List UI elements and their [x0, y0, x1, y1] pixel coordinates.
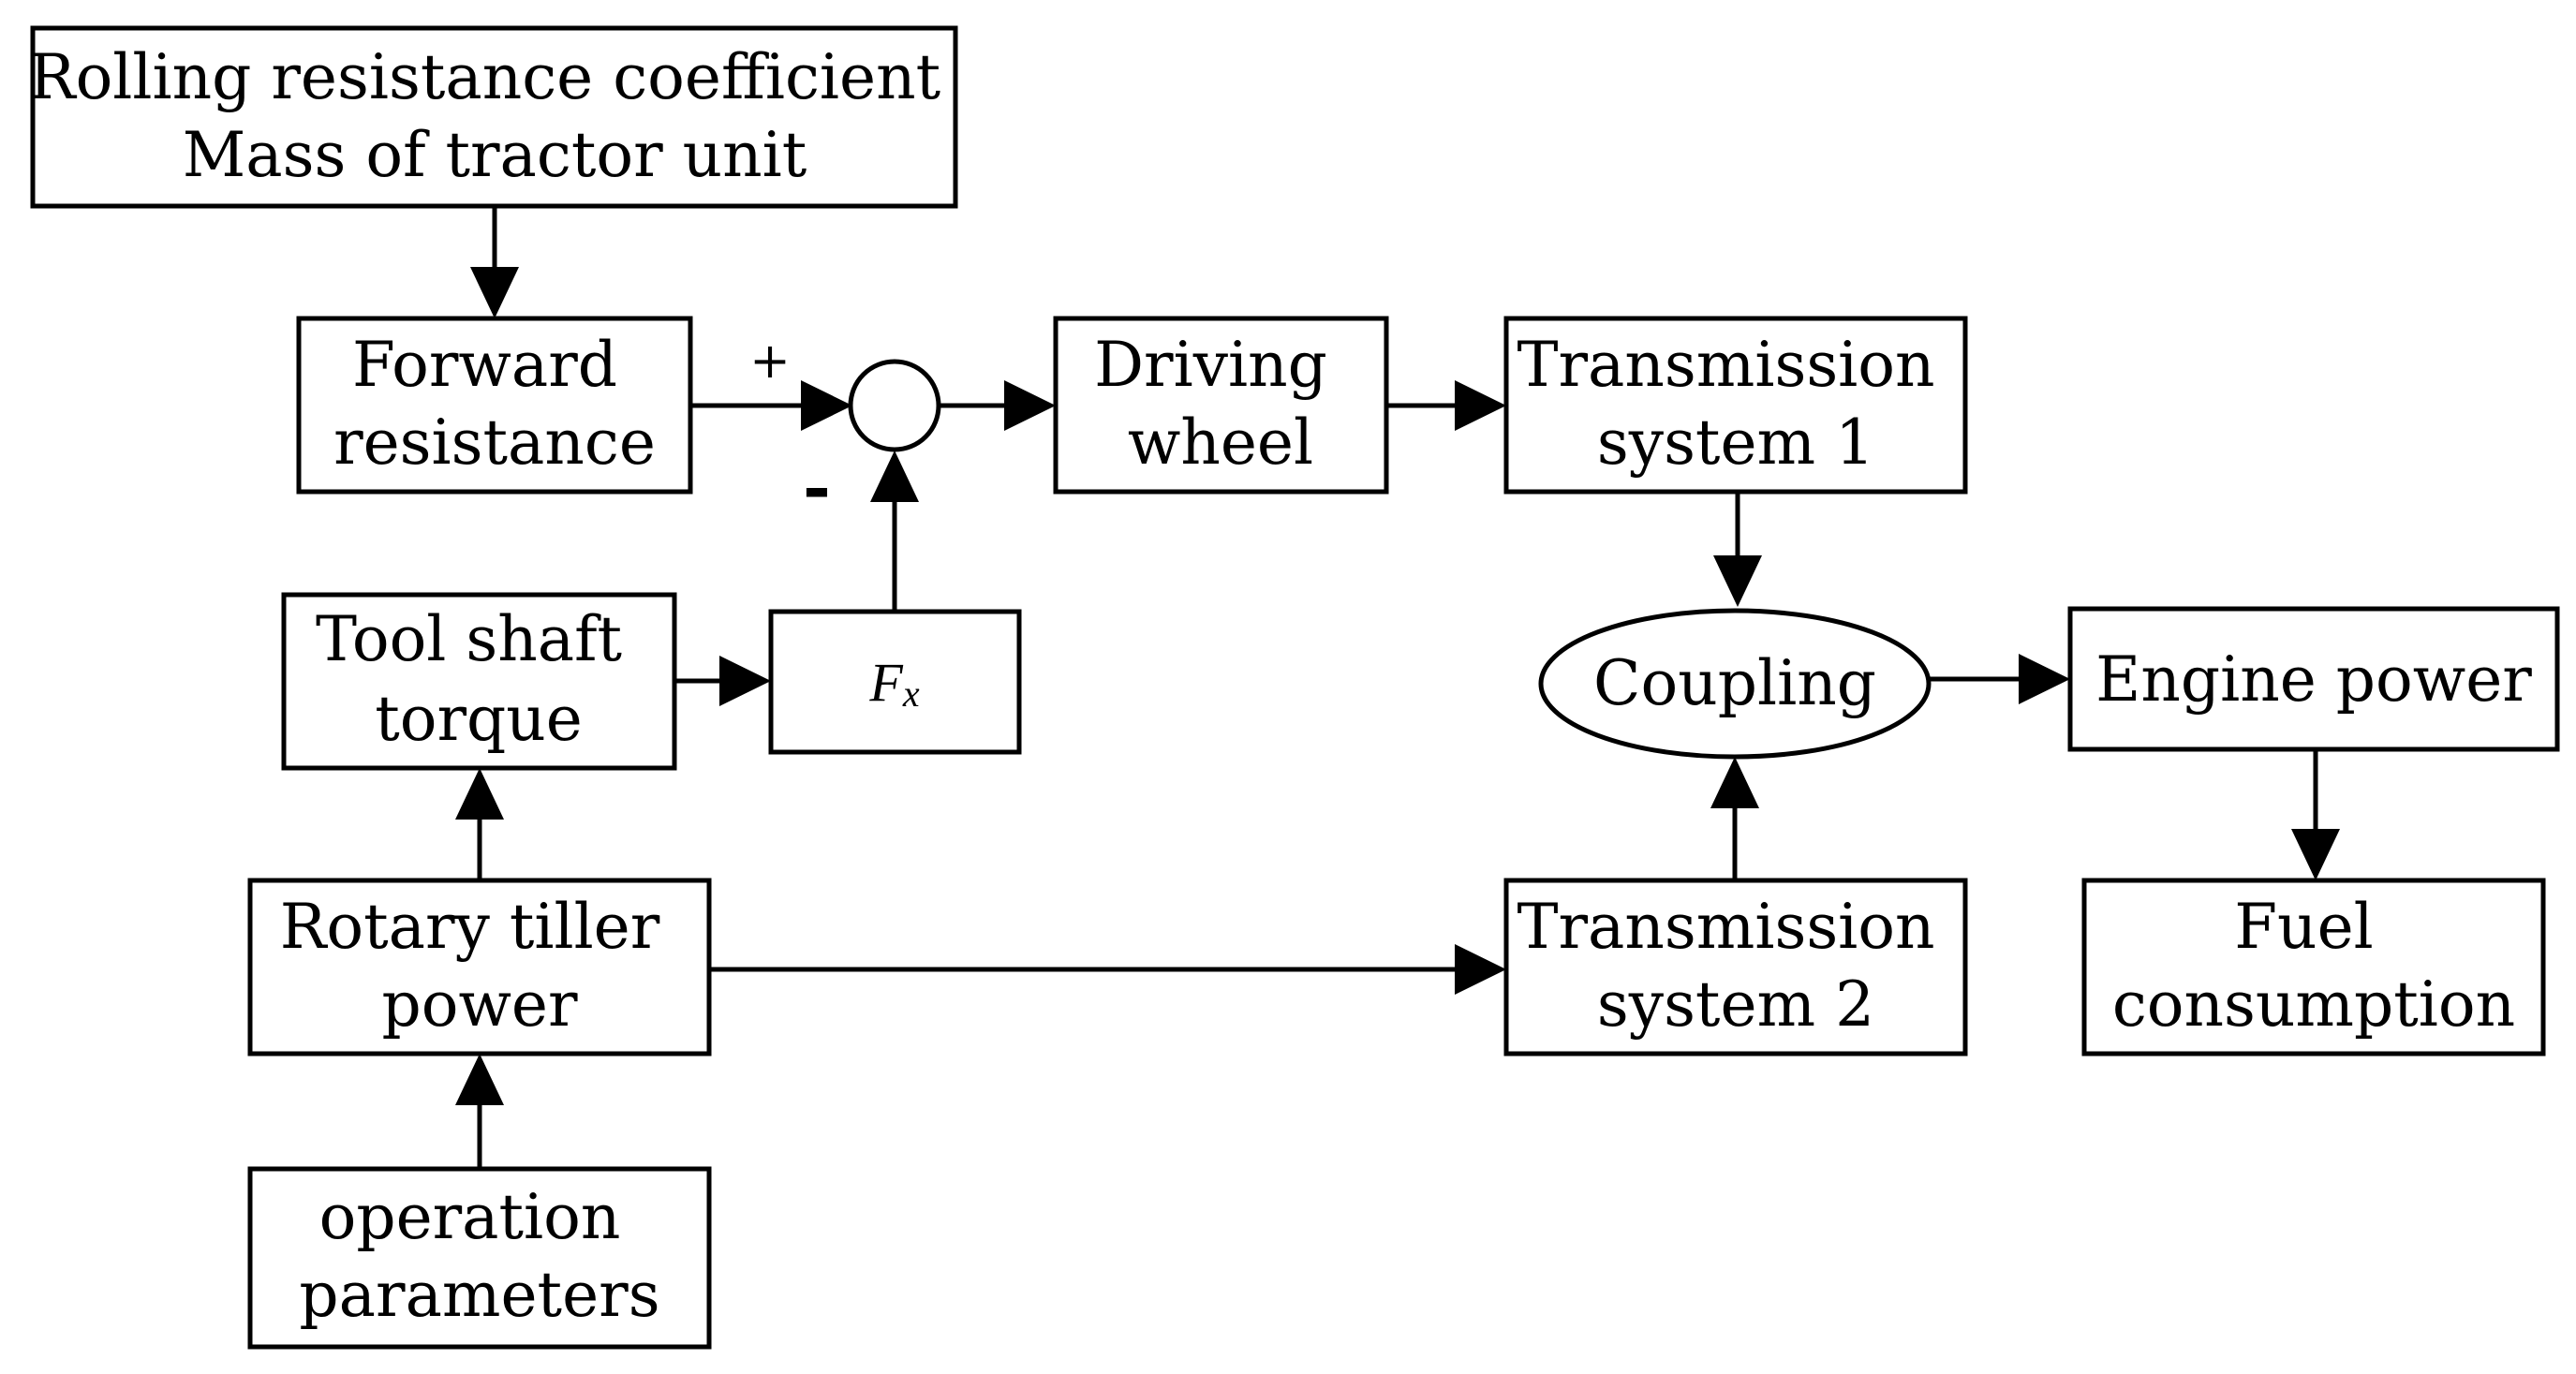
tool-label: Tool shaft torque	[316, 603, 642, 755]
forward-box	[296, 316, 693, 495]
forward-label: Forward resistance	[333, 329, 656, 479]
fx-label: Fx	[868, 652, 919, 715]
operation-box	[247, 1166, 712, 1350]
trans2-box	[1503, 878, 1968, 1056]
arrowhead-down-coupling	[1713, 555, 1762, 607]
arrowhead-right-trans1	[1455, 380, 1506, 431]
arrowhead-right-sum	[801, 380, 852, 431]
fuel-box	[2081, 878, 2546, 1056]
fx-symbol: F	[868, 652, 903, 713]
trans1-box	[1503, 316, 1968, 495]
fx-subscript: x	[902, 672, 920, 715]
fx-box	[768, 609, 1022, 755]
arrowhead-up-tool	[455, 768, 504, 820]
plus-sign: +	[749, 333, 791, 390]
arrowhead-down-fuel	[2291, 829, 2340, 880]
trans1-label: Transmission system 1	[1517, 329, 1954, 479]
rolling-label: Rolling resistance coefficient Mass of t…	[29, 41, 960, 191]
fuel-label: Fuel consumption	[2112, 891, 2515, 1041]
arrowhead-right-engine	[2019, 654, 2070, 704]
arrowhead-up-coupling	[1710, 757, 1759, 808]
driving-label: Driving wheel	[1094, 329, 1347, 479]
engine-box	[2067, 606, 2560, 752]
arrowhead-right-trans2	[1455, 944, 1506, 995]
minus-sign: -	[803, 447, 831, 526]
arrowhead-right-fx	[719, 656, 771, 706]
trans2-label: Transmission system 2	[1517, 891, 1954, 1041]
rolling-box	[30, 25, 958, 209]
operation-label: operation parameters	[299, 1181, 659, 1331]
summing-junction	[848, 359, 941, 452]
arrowhead-up-sum	[870, 451, 919, 502]
rotary-box	[247, 878, 712, 1056]
coupling-label: Coupling	[1593, 647, 1876, 719]
rotary-label: Rotary tiller power	[280, 891, 680, 1041]
arrowhead-right-driving	[1004, 380, 1056, 431]
driving-box	[1053, 316, 1389, 495]
tool-box	[281, 592, 677, 771]
engine-label: Engine power	[2095, 643, 2532, 716]
arrowhead-down-forward	[470, 267, 519, 318]
arrowhead-up-rotary	[455, 1054, 504, 1105]
